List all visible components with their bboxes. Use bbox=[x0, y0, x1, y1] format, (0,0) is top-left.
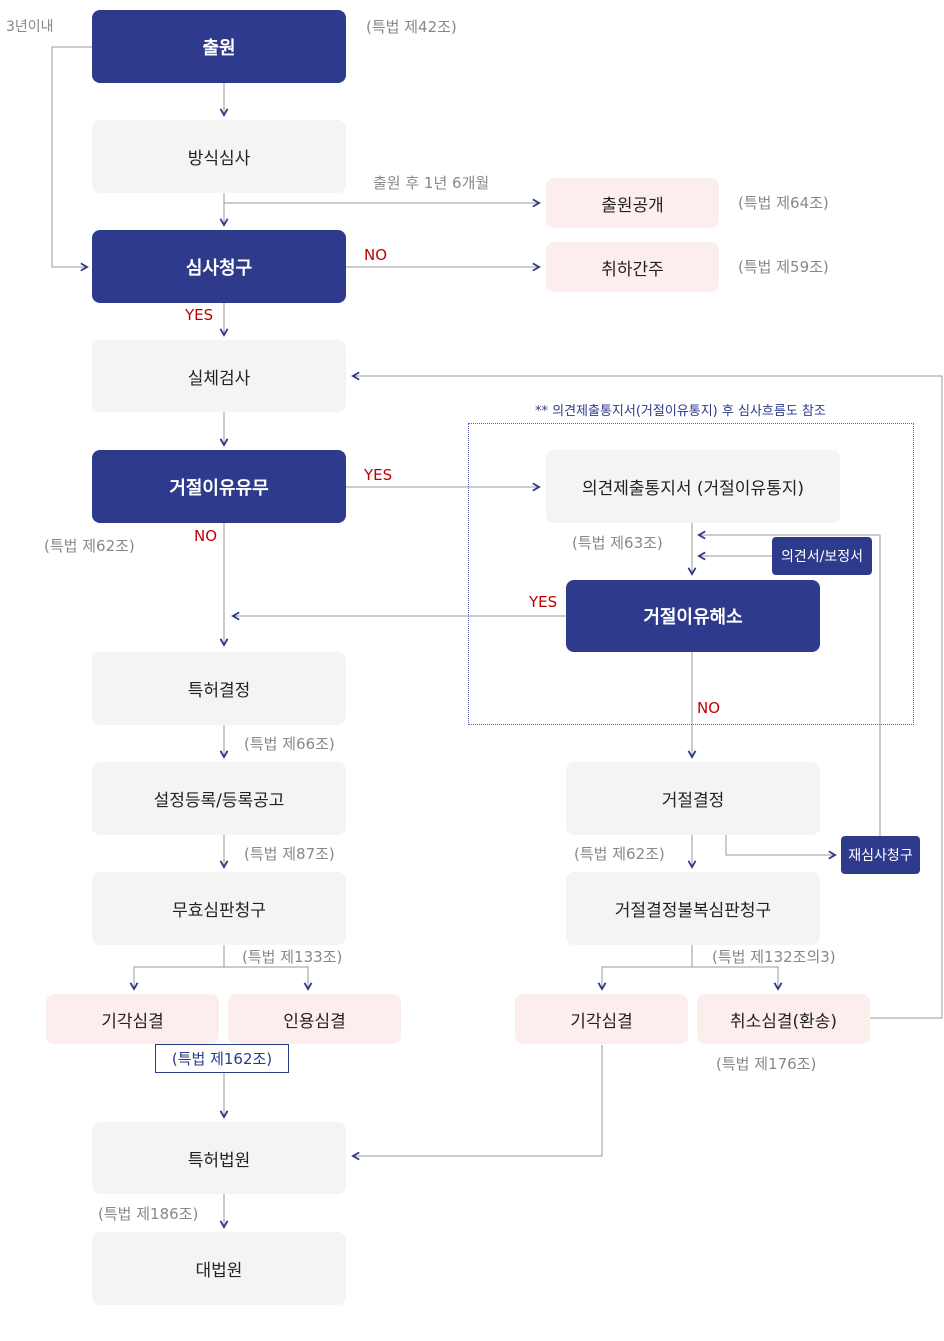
within-3-years-note: 3년이내 bbox=[6, 19, 54, 35]
yes-label-opinion: YES bbox=[364, 466, 393, 484]
yes-label-resolved: YES bbox=[529, 593, 558, 611]
filing-box[interactable]: 출원 bbox=[92, 10, 346, 83]
registration-box[interactable]: 설정등록/등록공고 bbox=[92, 762, 346, 835]
rejection-reason-box[interactable]: 거절이유유무 bbox=[92, 450, 346, 523]
rejection-appeal-box[interactable]: 거절결정불복심판청구 bbox=[566, 872, 820, 945]
ref-article-63: (특법 제63조) bbox=[572, 534, 663, 552]
acceptance-box[interactable]: 인용심결 bbox=[228, 994, 401, 1044]
ref-article-132-3: (특법 제132조의3) bbox=[712, 948, 836, 966]
cancellation-box[interactable]: 취소심결(환송) bbox=[697, 994, 870, 1044]
no-label-withdrawn: NO bbox=[364, 246, 388, 264]
publication-box[interactable]: 출원공개 bbox=[546, 178, 719, 228]
ref-article-66: (특법 제66조) bbox=[244, 735, 335, 753]
no-label-grant: NO bbox=[194, 527, 218, 545]
reexam-request-box[interactable]: 재심사청구 bbox=[841, 836, 920, 874]
rejection-decision-box[interactable]: 거절결정 bbox=[566, 762, 820, 835]
patent-court-box[interactable]: 특허법원 bbox=[92, 1122, 346, 1194]
supreme-court-box[interactable]: 대법원 bbox=[92, 1232, 346, 1305]
opinion-amendment-box[interactable]: 의견서/보정서 bbox=[772, 537, 872, 575]
exam-request-box[interactable]: 심사청구 bbox=[92, 230, 346, 303]
ref-article-186: (특법 제186조) bbox=[98, 1205, 199, 1223]
ref-article-176: (특법 제176조) bbox=[716, 1055, 817, 1073]
ref-article-64: (특법 제64조) bbox=[738, 194, 829, 212]
ref-article-162: (특법 제162조) bbox=[155, 1044, 289, 1073]
grant-decision-box[interactable]: 특허결정 bbox=[92, 652, 346, 725]
formality-exam-box[interactable]: 방식심사 bbox=[92, 120, 346, 193]
yes-label-substantive: YES bbox=[185, 306, 214, 324]
ref-article-87: (특법 제87조) bbox=[244, 845, 335, 863]
dismissal-left-box[interactable]: 기각심결 bbox=[46, 994, 219, 1044]
rejection-resolved-box[interactable]: 거절이유해소 bbox=[566, 580, 820, 652]
opinion-notice-box[interactable]: 의견제출통지서 (거절이유통지) bbox=[546, 450, 840, 523]
ref-article-59: (특법 제59조) bbox=[738, 258, 829, 276]
invalidation-trial-box[interactable]: 무효심판청구 bbox=[92, 872, 346, 945]
ref-article-62-right: (특법 제62조) bbox=[574, 845, 665, 863]
ref-article-133: (특법 제133조) bbox=[242, 948, 343, 966]
substantive-exam-box[interactable]: 실체검사 bbox=[92, 340, 346, 412]
no-label-rejection: NO bbox=[697, 699, 721, 717]
flow-reference-note: ** 의견제출통지서(거절이유통지) 후 심사흐름도 참조 bbox=[535, 404, 826, 419]
ref-article-62-left: (특법 제62조) bbox=[44, 537, 135, 555]
ref-article-42: (특법 제42조) bbox=[366, 18, 457, 36]
opinion-flow-region bbox=[468, 423, 914, 725]
dismissal-right-box[interactable]: 기각심결 bbox=[515, 994, 688, 1044]
withdrawn-box[interactable]: 취하간주 bbox=[546, 242, 719, 292]
publication-timing-label: 출원 후 1년 6개월 bbox=[373, 174, 490, 192]
